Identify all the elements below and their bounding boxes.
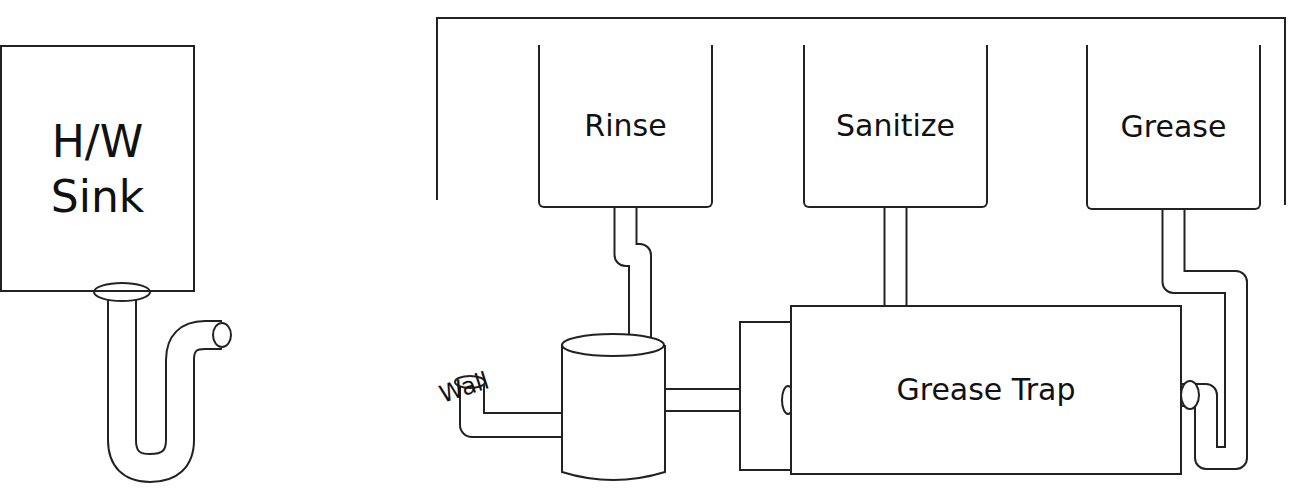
node-label: Rinse <box>584 108 666 144</box>
pipe-outline <box>1174 210 1237 458</box>
node-label: Grease <box>1121 109 1227 145</box>
grease-trap-box: Grease Trap <box>790 305 1182 475</box>
node-label: Sanitize <box>836 108 955 144</box>
node-label: H/W Sink <box>10 114 185 224</box>
text-group: Sanitize <box>828 108 963 144</box>
sink-compartment: Rinse <box>538 45 713 208</box>
sink-compartment: Grease <box>1086 45 1261 210</box>
drain-cylinder <box>562 334 665 480</box>
sink-frame <box>437 18 1285 205</box>
text-group: Grease Trap <box>888 372 1083 408</box>
p-trap <box>94 283 231 468</box>
pipe-fitting <box>1181 381 1199 409</box>
drain-pipe <box>1174 210 1237 458</box>
sink-box: H/W Sink <box>0 45 195 292</box>
pipe-bore <box>1174 210 1237 458</box>
node-label: Grease Trap <box>896 372 1075 408</box>
text-group: H/W Sink <box>2 114 193 224</box>
text-group: Rinse <box>576 108 674 144</box>
sink-compartment: Sanitize <box>803 45 988 208</box>
text-group: Grease <box>1113 109 1235 145</box>
